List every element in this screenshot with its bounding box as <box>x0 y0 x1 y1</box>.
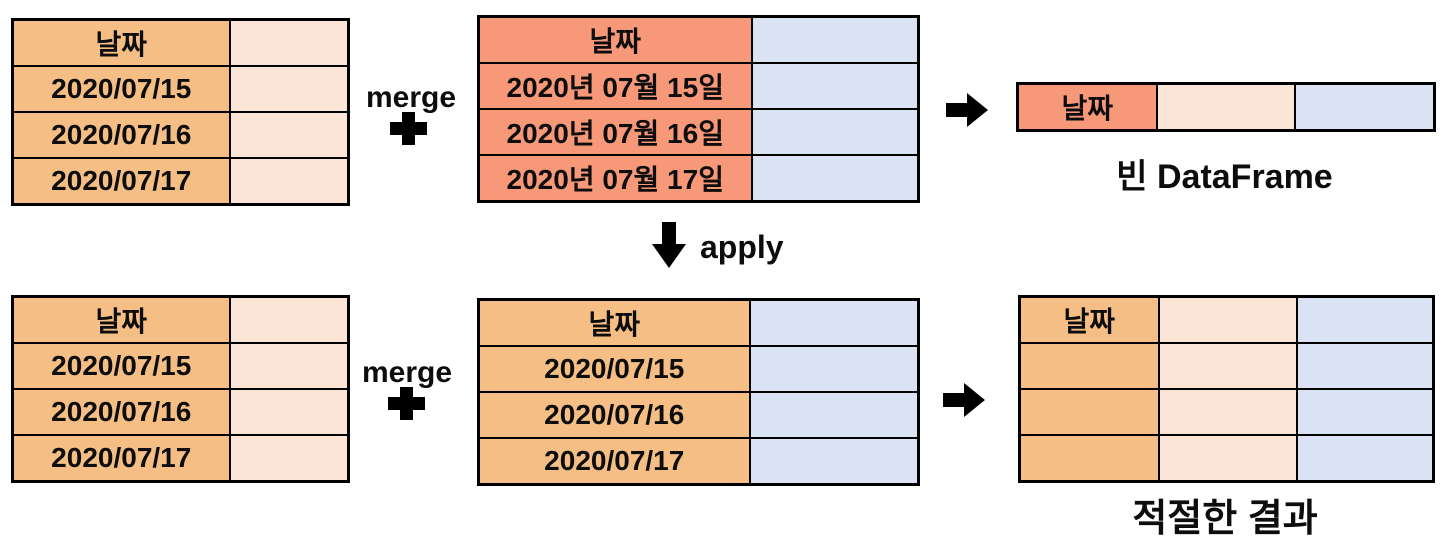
empty-cell <box>750 108 920 156</box>
date-cell: 2020/07/17 <box>11 157 231 206</box>
empty-dataframe-strip: 날짜 <box>1016 82 1436 132</box>
proper-result-caption: 적절한 결과 <box>1132 498 1318 540</box>
date-header-cell: 날짜 <box>1016 82 1158 132</box>
empty-cell <box>228 65 350 113</box>
empty-cell <box>228 157 350 206</box>
date-cell: 2020/07/15 <box>477 345 751 393</box>
table-row: 날짜 <box>1018 295 1435 344</box>
apply-label: apply <box>700 229 784 265</box>
merge-label: merge <box>365 81 457 114</box>
result-dataframe-table: 날짜 <box>1018 295 1435 483</box>
table-row: 2020/07/17 <box>477 437 920 486</box>
table-row: 2020년 07월 17일 <box>477 154 920 203</box>
empty-cell <box>228 434 350 483</box>
table-row: 2020/07/17 <box>11 434 350 483</box>
empty-cell <box>1157 295 1298 344</box>
merge-plus-icon <box>388 387 425 420</box>
table-row: 날짜 <box>11 18 350 67</box>
empty-cell <box>1295 434 1435 483</box>
date-cell: 2020/07/15 <box>11 342 231 390</box>
date-cell: 2020/07/16 <box>11 388 231 436</box>
table-row: 날짜 <box>1016 82 1436 132</box>
table-row: 날짜 <box>11 295 350 344</box>
dataframe-table-top-left: 날짜 2020/07/15 2020/07/16 2020/07/17 <box>11 18 350 206</box>
table-row: 2020/07/16 <box>11 388 350 436</box>
empty-cell <box>1295 295 1435 344</box>
table-row <box>1018 342 1435 390</box>
empty-cell <box>228 342 350 390</box>
date-header-cell: 날짜 <box>11 18 231 67</box>
empty-cell <box>228 18 350 67</box>
date-header-cell: 날짜 <box>477 15 753 64</box>
empty-cell <box>228 295 350 344</box>
empty-cell <box>748 298 920 347</box>
empty-cell <box>1157 388 1298 436</box>
empty-cell <box>750 62 920 110</box>
empty-cell <box>1018 434 1160 483</box>
table-row <box>1018 434 1435 483</box>
empty-cell <box>1293 82 1436 132</box>
empty-cell <box>748 437 920 486</box>
date-header-cell: 날짜 <box>1018 295 1160 344</box>
date-cell: 2020/07/16 <box>11 111 231 159</box>
merge-label: merge <box>361 356 453 389</box>
empty-cell <box>1018 388 1160 436</box>
right-arrow-icon <box>943 383 985 417</box>
date-cell: 2020/07/15 <box>11 65 231 113</box>
empty-cell <box>748 391 920 439</box>
empty-cell <box>748 345 920 393</box>
date-header-cell: 날짜 <box>477 298 751 347</box>
table-row <box>1018 388 1435 436</box>
dataframe-table-bottom-middle: 날짜 2020/07/15 2020/07/16 2020/07/17 <box>477 298 920 486</box>
table-row: 2020/07/16 <box>477 391 920 439</box>
empty-cell <box>228 111 350 159</box>
empty-cell <box>1295 388 1435 436</box>
right-arrow-icon <box>946 93 988 127</box>
table-row: 2020/07/17 <box>11 157 350 206</box>
empty-cell <box>750 154 920 203</box>
date-cell: 2020년 07월 16일 <box>477 108 753 156</box>
empty-cell <box>1157 434 1298 483</box>
table-row: 2020/07/15 <box>11 65 350 113</box>
empty-cell <box>1157 342 1298 390</box>
empty-cell <box>228 388 350 436</box>
date-cell: 2020/07/16 <box>477 391 751 439</box>
table-row: 2020년 07월 15일 <box>477 62 920 110</box>
date-cell: 2020/07/17 <box>477 437 751 486</box>
merge-plus-icon <box>390 112 427 145</box>
down-arrow-icon <box>652 222 686 268</box>
empty-dataframe-caption: 빈 DataFrame <box>1116 158 1333 196</box>
empty-cell <box>1018 342 1160 390</box>
table-row: 2020/07/15 <box>477 345 920 393</box>
table-row: 날짜 <box>477 298 920 347</box>
empty-cell <box>1155 82 1296 132</box>
dataframe-table-bottom-left: 날짜 2020/07/15 2020/07/16 2020/07/17 <box>11 295 350 483</box>
table-row: 2020/07/15 <box>11 342 350 390</box>
date-header-cell: 날짜 <box>11 295 231 344</box>
date-cell: 2020년 07월 15일 <box>477 62 753 110</box>
empty-cell <box>1295 342 1435 390</box>
empty-cell <box>750 15 920 64</box>
table-row: 2020년 07월 16일 <box>477 108 920 156</box>
table-row: 2020/07/16 <box>11 111 350 159</box>
dataframe-table-top-middle: 날짜 2020년 07월 15일 2020년 07월 16일 2020년 07월… <box>477 15 920 203</box>
table-row: 날짜 <box>477 15 920 64</box>
date-cell: 2020년 07월 17일 <box>477 154 753 203</box>
date-cell: 2020/07/17 <box>11 434 231 483</box>
